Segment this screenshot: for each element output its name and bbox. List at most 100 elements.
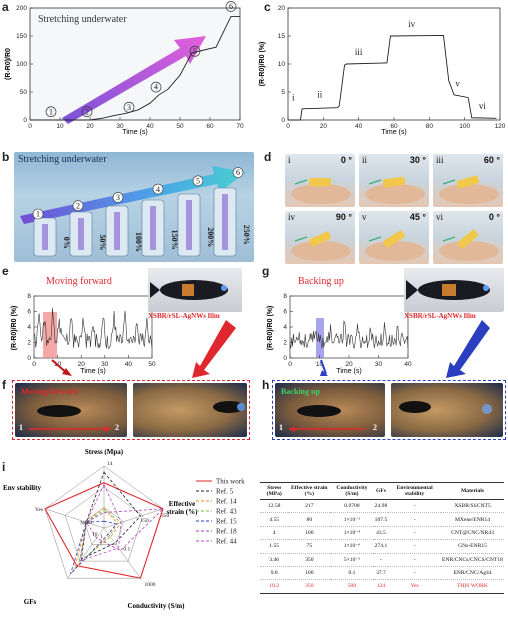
radar-tick-label: 350 bbox=[161, 513, 170, 519]
panel-e-film-label: XSBR/rSL-AgNWs film bbox=[148, 312, 220, 320]
x-tick-label: 0 bbox=[32, 361, 36, 368]
table-header: Effective strain (%) bbox=[288, 482, 331, 500]
stage-marker bbox=[32, 208, 44, 220]
x-tick-label: 0 bbox=[288, 361, 292, 368]
panel-f-caption: Moving forward bbox=[21, 387, 78, 396]
bend-stage-label: iii bbox=[436, 155, 444, 165]
legend-label: This work bbox=[216, 478, 245, 486]
radar-tick-label: 14 bbox=[107, 461, 113, 467]
panel-d-label: d bbox=[264, 150, 272, 164]
radar-ring bbox=[84, 507, 124, 545]
stage-marker bbox=[232, 167, 244, 178]
x-tick-label: 30 bbox=[375, 361, 383, 368]
radar-spoke bbox=[103, 508, 164, 529]
radar-tick-label: Yes bbox=[35, 507, 43, 513]
x-tick-label: 120 bbox=[495, 123, 506, 130]
y-tick-label: 0 bbox=[27, 355, 31, 362]
stage-label: 1 bbox=[49, 107, 53, 116]
radar-axis-label: Env stability bbox=[3, 484, 41, 492]
stage-marker bbox=[225, 1, 237, 12]
panel-f-label: f bbox=[2, 378, 6, 392]
stage-marker bbox=[123, 101, 135, 113]
panel-h-photo-2 bbox=[391, 383, 503, 437]
radar-tick-label: 150 bbox=[141, 518, 150, 524]
radar-tick-label: No bbox=[80, 520, 87, 526]
x-tick-label: 40 bbox=[146, 123, 154, 130]
panel-a-inset-title: Stretching underwater bbox=[38, 14, 127, 25]
panel-f-photo-1: Moving forward 1 2 bbox=[15, 383, 127, 437]
panel-g-robot-photo bbox=[404, 268, 504, 312]
x-tick-label: 20 bbox=[320, 123, 328, 130]
signal-trace bbox=[33, 307, 153, 349]
y-tick-label: 2 bbox=[283, 340, 287, 347]
panel-c-ylabel: (R-R0)/R0 (%) bbox=[259, 42, 266, 87]
table-cell: - bbox=[388, 499, 442, 514]
panel-g-label: g bbox=[262, 264, 270, 278]
y-tick-label: 8 bbox=[283, 293, 287, 300]
bend-angle-label: 30 ° bbox=[409, 155, 426, 165]
x-tick-label: 80 bbox=[426, 123, 434, 130]
table-cell: 107.5 bbox=[373, 512, 389, 527]
table-cell: - bbox=[388, 553, 442, 567]
stage-label: 4 bbox=[156, 185, 160, 194]
y-tick-label: 20 bbox=[278, 5, 286, 12]
table-cell: 43.5 bbox=[373, 526, 389, 541]
panel-f-num-2: 2 bbox=[115, 423, 119, 432]
radar-axis-label: Stress (Mpa) bbox=[85, 448, 124, 456]
table-cell: 4 bbox=[260, 526, 289, 541]
table-cell: - bbox=[388, 566, 442, 581]
table-cell: 124 bbox=[373, 579, 389, 594]
y-tick-label: 50 bbox=[20, 89, 28, 96]
y-tick-label: 0 bbox=[283, 355, 287, 362]
table-cell: 9.8 bbox=[260, 566, 289, 581]
radar-tick-label: 100 bbox=[84, 520, 93, 526]
x-tick-label: 40 bbox=[404, 361, 412, 368]
x-tick-label: 10 bbox=[56, 123, 64, 130]
table-cell: 0.1 bbox=[330, 566, 374, 581]
y-tick-label: 6 bbox=[283, 309, 287, 316]
x-tick-label: 60 bbox=[206, 123, 214, 130]
strain-label: 50% bbox=[98, 234, 107, 250]
panel-f-num-1: 1 bbox=[19, 423, 23, 432]
stage-marker bbox=[150, 81, 162, 93]
x-tick-label: 10 bbox=[316, 361, 324, 368]
stage-marker bbox=[112, 192, 124, 203]
stage-label: 3 bbox=[127, 103, 131, 112]
table-cell: THIS WORK bbox=[441, 579, 504, 594]
strain-label: 100% bbox=[134, 232, 143, 252]
panel-c-series-line bbox=[288, 34, 497, 121]
panel-g-ylabel: (R-R0)/R0 (%) bbox=[267, 306, 274, 351]
table-header: Materials bbox=[441, 482, 504, 500]
stage-marker bbox=[45, 106, 57, 118]
radar-tick-label: 1 bbox=[100, 534, 103, 540]
table-cell: XSBR/SSCNT5 bbox=[441, 499, 504, 514]
table-cell: 1×10⁻⁵ bbox=[330, 512, 374, 527]
y-tick-label: 0 bbox=[23, 117, 27, 124]
legend-label: Ref. 14 bbox=[216, 498, 237, 506]
radar-series-2 bbox=[74, 506, 119, 570]
legend-label: Ref. 43 bbox=[216, 508, 237, 516]
strain-label: 150% bbox=[170, 230, 179, 250]
table-cell: 37.7 bbox=[373, 566, 389, 581]
radar-series-5 bbox=[85, 508, 165, 552]
table-cell: Yes bbox=[388, 579, 442, 594]
stage-label: 1 bbox=[36, 210, 40, 219]
x-tick-label: 70 bbox=[236, 123, 244, 130]
radar-tick-label: 0.1 bbox=[123, 547, 130, 553]
y-tick-label: 10 bbox=[278, 61, 286, 68]
legend-label: Ref. 44 bbox=[216, 538, 237, 546]
stage-label: 4 bbox=[154, 83, 158, 92]
radar-tick-label: 1000 bbox=[144, 582, 155, 588]
x-tick-label: 20 bbox=[86, 123, 94, 130]
table-header: Environmental stability bbox=[388, 482, 442, 500]
panel-e-label: e bbox=[2, 264, 9, 278]
bend-angle-label: 90 ° bbox=[335, 212, 352, 222]
